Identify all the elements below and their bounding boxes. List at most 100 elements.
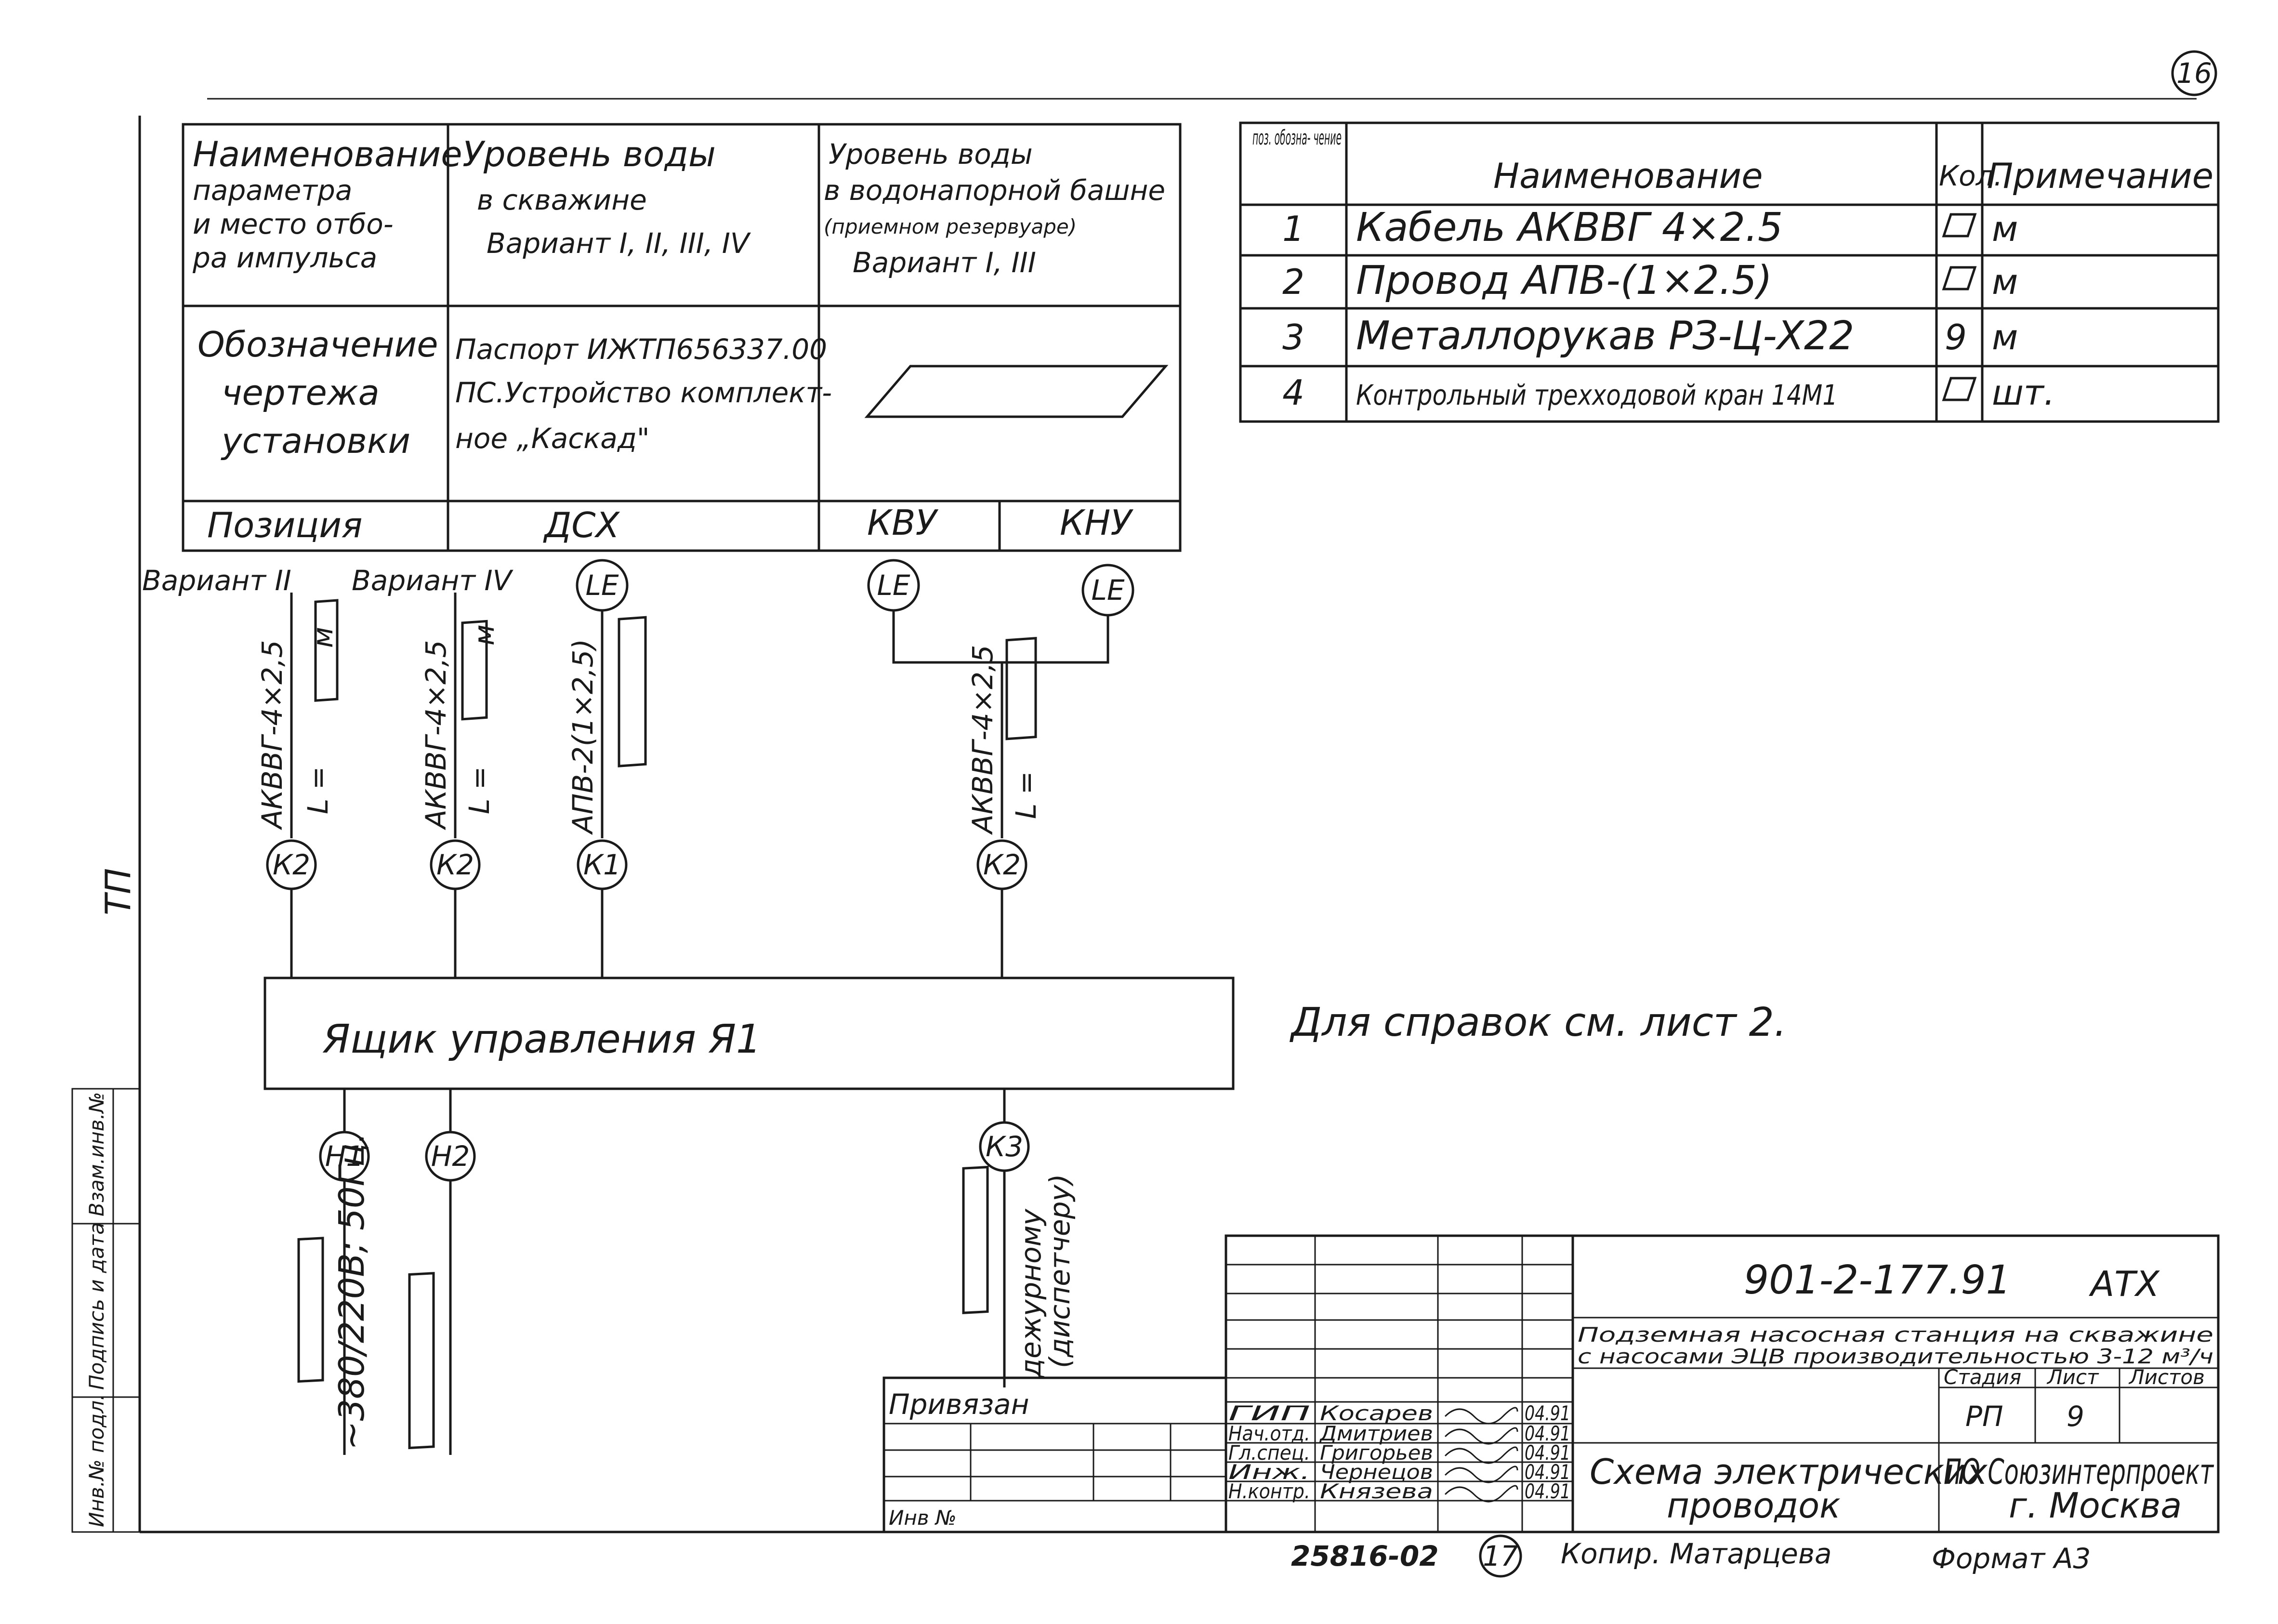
tower-level-line3: (приемном резервуаре) bbox=[824, 215, 1077, 238]
spec-header-note: Примечание bbox=[1987, 156, 2213, 196]
position-dsh: ДСХ bbox=[543, 505, 620, 545]
seal-k3-label: К3 bbox=[986, 1130, 1023, 1163]
signature-mark bbox=[1444, 1485, 1518, 1503]
cable3-label: АПВ-2(1×2,5) bbox=[566, 639, 599, 835]
seal-k2-mid-label: К2 bbox=[436, 848, 474, 881]
signature-mark bbox=[1444, 1407, 1518, 1425]
signature-mark bbox=[1444, 1446, 1518, 1464]
well-level-line2: в скважине bbox=[477, 184, 647, 216]
page-number: 16 bbox=[2176, 57, 2212, 90]
length-mark-2: L = bbox=[463, 766, 496, 814]
tower-level-line2: в водонапорной башне bbox=[824, 174, 1165, 207]
signer-name: Князева bbox=[1320, 1479, 1433, 1503]
signer-name: Григорьев bbox=[1320, 1441, 1433, 1465]
length-box-3 bbox=[618, 616, 647, 767]
project-line-1: Подземная насосная станция на скважине bbox=[1578, 1323, 2213, 1347]
length-mark-1: L = bbox=[302, 766, 334, 814]
sheets-header: Листов bbox=[2128, 1365, 2205, 1389]
spec-row-name: Металлорукав РЗ-Ц-Х22 bbox=[1356, 313, 1854, 359]
length-box-4 bbox=[1005, 636, 1037, 740]
seal-h1-label: Н1 bbox=[325, 1140, 364, 1173]
passport-line2: ПС.Устройство комплект- bbox=[455, 376, 832, 409]
spec-row-pos: 2 bbox=[1282, 262, 1304, 302]
variant4-label: Вариант IV bbox=[352, 564, 514, 597]
sheet-title-1: Схема электрических bbox=[1590, 1452, 1988, 1492]
sheet-header: Лист bbox=[2046, 1365, 2099, 1389]
spec-row-name: Кабель АКВВГ 4×2.5 bbox=[1356, 205, 1783, 251]
param-label-line4: ра импульса bbox=[192, 241, 377, 274]
doc-suffix: АТХ bbox=[2089, 1264, 2160, 1304]
spec-row-name: Контрольный трехходовой кран 14М1 bbox=[1356, 379, 1838, 411]
position-knu: КНУ bbox=[1060, 502, 1133, 543]
drawing-label-line2: чертежа bbox=[222, 372, 380, 413]
seal-h2-label: Н2 bbox=[431, 1140, 470, 1173]
spec-row-pos: 4 bbox=[1282, 372, 1304, 413]
signature-mark bbox=[1444, 1427, 1518, 1445]
signer-role: Н.контр. bbox=[1228, 1479, 1310, 1503]
length-box-h1 bbox=[297, 1237, 324, 1383]
signer-name: Чернецов bbox=[1320, 1460, 1433, 1484]
tower-level-line4: Вариант I, III bbox=[853, 246, 1036, 279]
schematic: Вариант II Вариант IV LE LE LE АКВВГ-4×2… bbox=[142, 559, 1787, 1455]
dispatcher-label-2: (диспетчеру) bbox=[1043, 1174, 1076, 1368]
spec-header-qty: Кол. bbox=[1939, 159, 2002, 192]
copy-mark: 17 bbox=[1483, 1540, 1518, 1572]
sheet-title-2: проводок bbox=[1667, 1485, 1841, 1526]
side-stamp: Инв.№ подл. Подпись и дата Взам.инв.№ bbox=[71, 1088, 141, 1533]
org-2: г. Москва bbox=[2009, 1485, 2182, 1526]
sensor-le-kvu-label: LE bbox=[877, 569, 910, 602]
le-pair-bus bbox=[892, 610, 1109, 664]
unit-m-2: м bbox=[468, 624, 500, 646]
spec-row-name: Провод АПВ-(1×2.5) bbox=[1356, 258, 1772, 304]
spec-row-note: м bbox=[1992, 317, 2018, 357]
format-note: Формат А3 bbox=[1932, 1542, 2091, 1575]
copy-note: Копир. Матарцева bbox=[1561, 1537, 1832, 1570]
signer-date: 04.91 bbox=[1525, 1441, 1570, 1465]
passport-line1: Паспорт ИЖТП656337.00 bbox=[455, 333, 827, 366]
sensor-le-dsh-label: LE bbox=[586, 569, 619, 602]
stage-value: РП bbox=[1965, 1400, 2003, 1433]
signer-role: Нач.отд. bbox=[1228, 1422, 1310, 1445]
param-label-line3: и место отбо- bbox=[193, 208, 394, 240]
stage-header: Стадия bbox=[1944, 1365, 2021, 1389]
signer-date: 04.91 bbox=[1525, 1479, 1570, 1503]
seal-k1-label: К1 bbox=[583, 848, 621, 881]
seal-k2-left-label: К2 bbox=[273, 848, 310, 881]
power-label: ~380/220В; 50Гц. bbox=[331, 1132, 372, 1450]
spec-row-note: шт. bbox=[1992, 372, 2055, 413]
spec-row-qty-blank bbox=[1942, 377, 1977, 401]
sheet-value: 9 bbox=[2067, 1400, 2084, 1433]
spec-header-name: Наименование bbox=[1493, 156, 1763, 196]
title-block: Привязан Инв № 901-2-177.91 АТХ Подземна… bbox=[882, 1234, 2220, 1533]
well-level-line1: Уровень воды bbox=[462, 134, 716, 174]
cable4-label: АКВВГ-4×2,5 bbox=[966, 645, 999, 835]
param-label-line1: Наименование bbox=[193, 134, 462, 174]
tower-level-line1: Уровень воды bbox=[829, 138, 1033, 171]
sensor-le-knu-label: LE bbox=[1092, 574, 1125, 607]
spec-row-note: м bbox=[1992, 262, 2018, 302]
stamp-sign: Подпись и дата bbox=[85, 1222, 108, 1390]
spec-row-note: м bbox=[1992, 209, 2018, 249]
signer-date: 04.91 bbox=[1525, 1422, 1570, 1445]
spec-row-qty-blank bbox=[1942, 266, 1977, 290]
signer-role: Гл.спец. bbox=[1228, 1441, 1310, 1465]
length-mark-3: L = bbox=[1010, 771, 1042, 819]
spec-header-pos: поз. обозна- чение bbox=[1252, 126, 1342, 149]
privyazan-label: Привязан bbox=[889, 1388, 1029, 1421]
passport-line3: ное „Каскад" bbox=[455, 422, 650, 455]
stamp-inv: Инв.№ подл. bbox=[85, 1394, 108, 1527]
param-label-line2: параметра bbox=[193, 174, 352, 207]
position-label: Позиция bbox=[207, 505, 362, 545]
empty-parallelogram bbox=[864, 365, 1169, 418]
signature-mark bbox=[1444, 1466, 1518, 1483]
cable2-label: АКВВГ-4×2,5 bbox=[420, 640, 452, 831]
cable1-label: АКВВГ-4×2,5 bbox=[256, 640, 289, 831]
drawing-label-line3: установки bbox=[221, 421, 410, 461]
side-label: ТП bbox=[98, 868, 138, 915]
signer-date: 04.91 bbox=[1525, 1401, 1570, 1425]
archive-number: 25816-02 bbox=[1291, 1540, 1439, 1572]
length-box-h2 bbox=[408, 1272, 435, 1450]
org-1: ПО Союзинтерпроект bbox=[1944, 1452, 2214, 1492]
